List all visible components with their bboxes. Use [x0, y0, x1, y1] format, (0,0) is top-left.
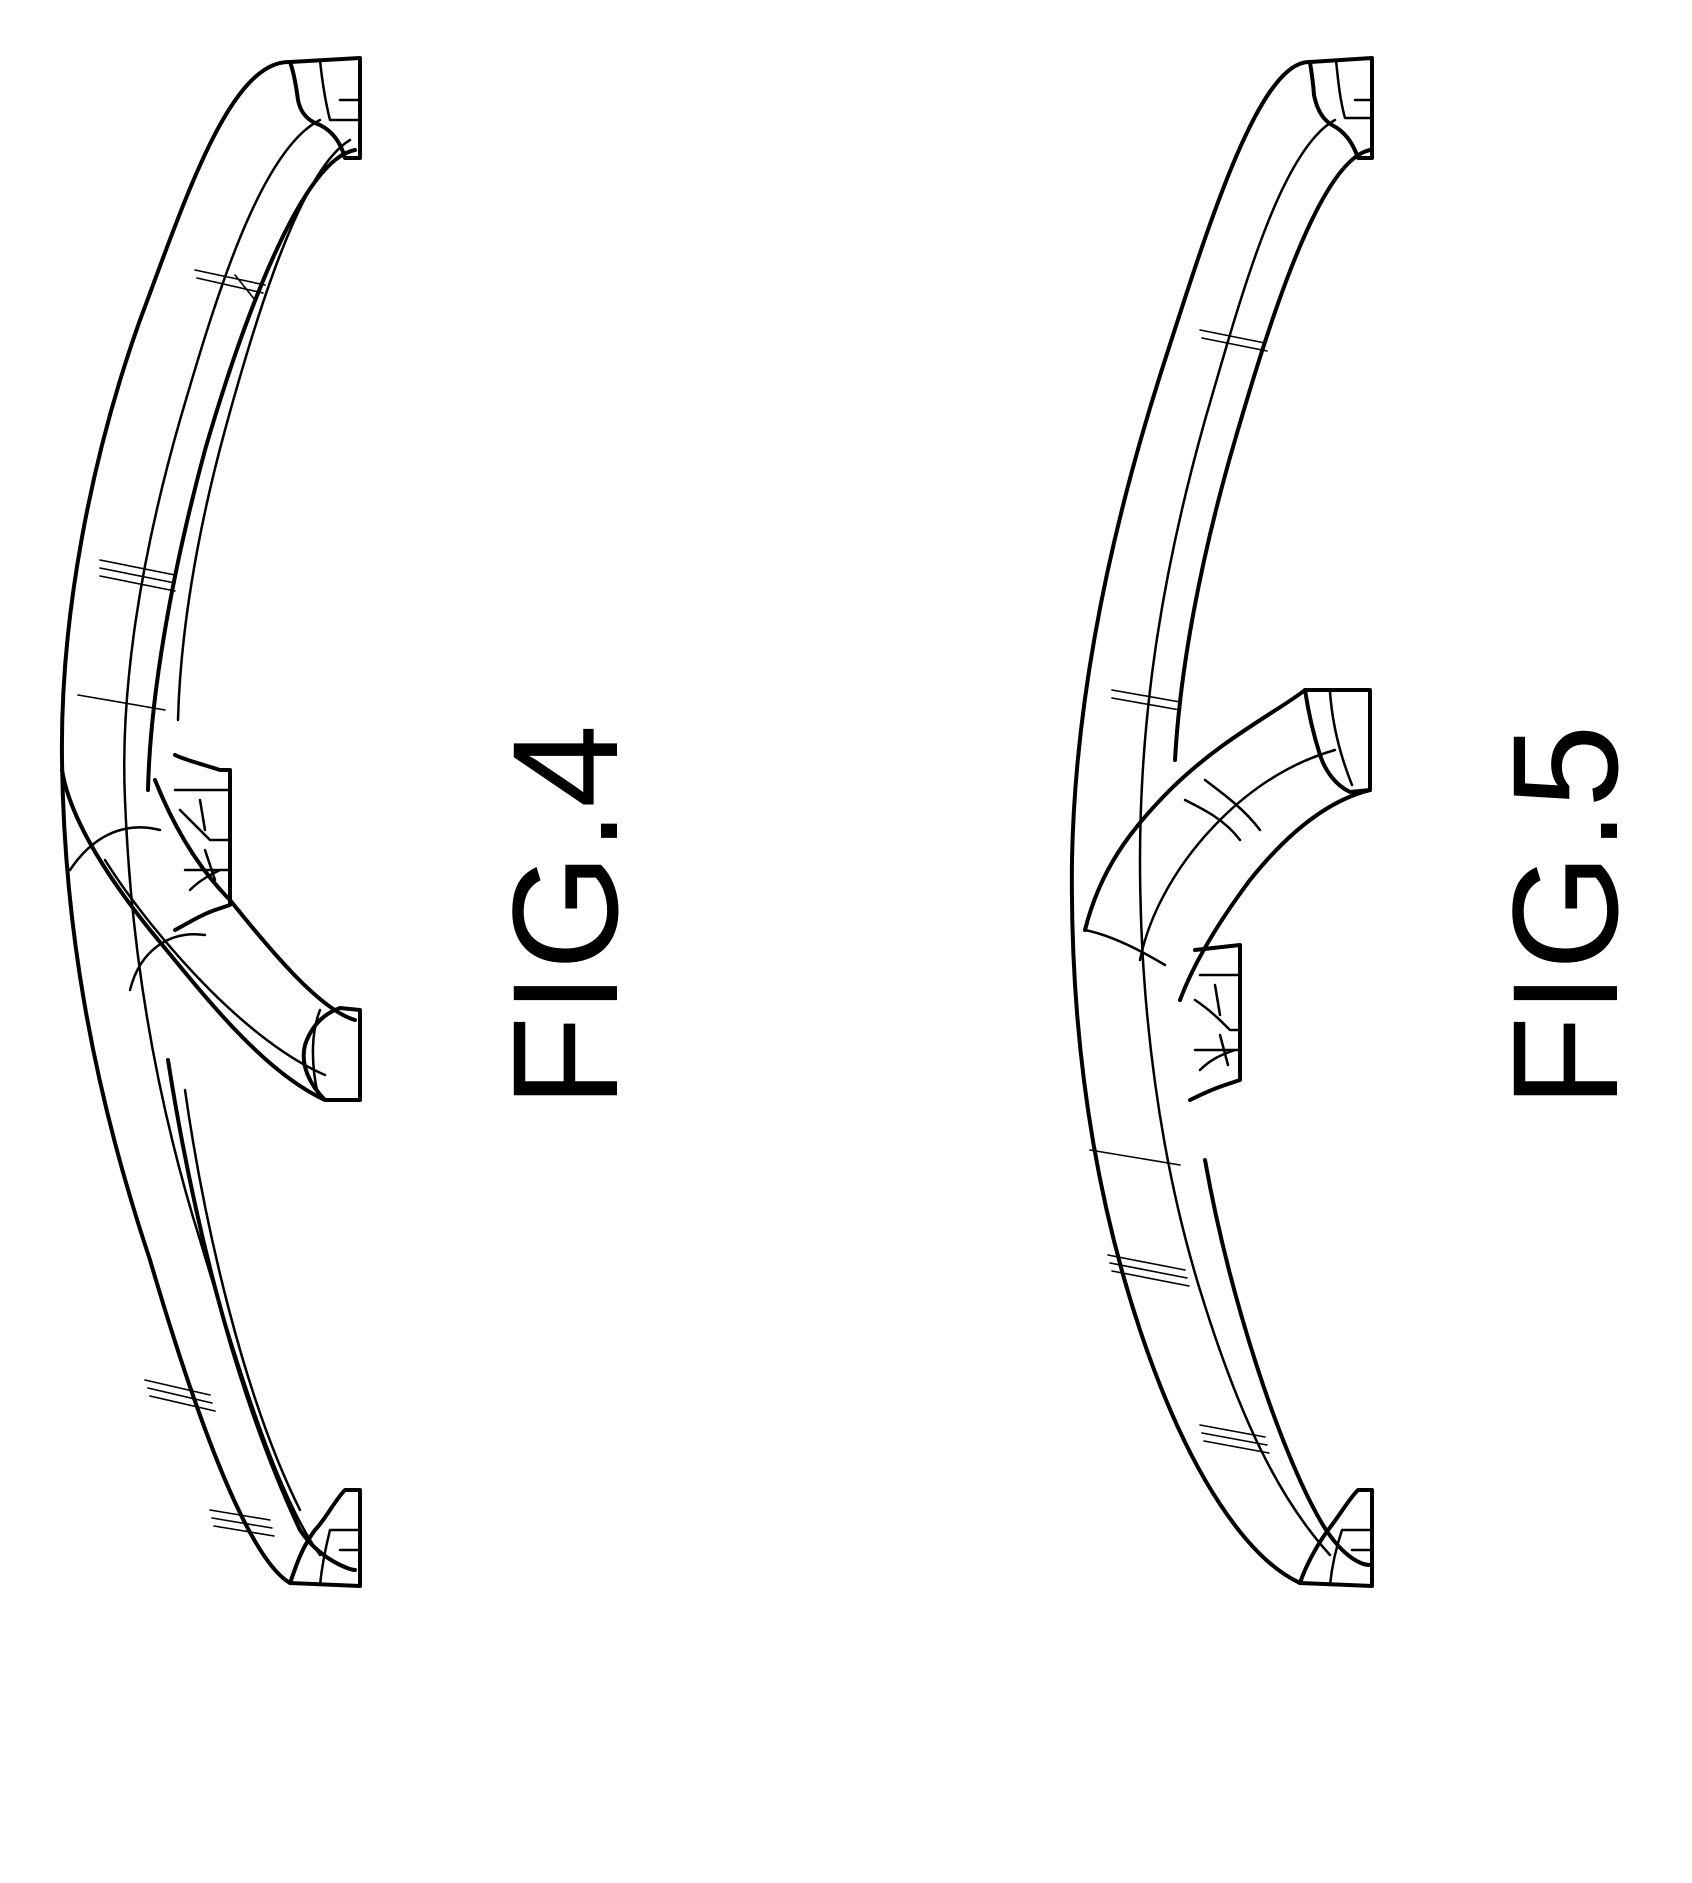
fig5-hatch-1: [1200, 330, 1267, 351]
fig5-swing-arm-outer: [1085, 690, 1305, 930]
fig4-top-cap-detail: [320, 60, 360, 120]
fig5-swing-arm-cap-detail: [1330, 692, 1352, 785]
fig4-label: FIG.4: [480, 715, 650, 1115]
fig4-handle-drawing: [62, 58, 360, 1586]
fig5-pivot-detail: [1195, 975, 1240, 1070]
fig5-pivot-hub: [1190, 945, 1240, 1100]
fig4-bar-mid-line: [124, 120, 320, 1555]
fig5-top-cap-detail: [1336, 60, 1372, 118]
fig5-swing-arm-ridge: [1140, 750, 1335, 960]
fig4-pivot-hub: [175, 755, 230, 930]
fig4-bar-inner-edge-lower: [168, 1060, 355, 1570]
fig5-bar-outer-edge: [1072, 62, 1310, 1583]
fig5-handle-drawing: [1072, 58, 1372, 1586]
fig4-hatch-1: [195, 270, 265, 300]
fig4-hatch-4: [145, 1380, 215, 1411]
fig4-bottom-end-cap: [290, 1490, 360, 1586]
fig5-hatch-2: [1112, 690, 1180, 710]
fig4-top-end-cap: [290, 58, 360, 158]
fig5-hatch-5: [1200, 1425, 1269, 1453]
fig4-hatch-3: [78, 695, 165, 710]
fig4-bar-rear-line-lower: [185, 1090, 300, 1510]
fig4-hatch-2: [100, 560, 175, 591]
fig5-top-end-cap: [1310, 58, 1372, 158]
fig5-label: FIG.5: [1480, 715, 1650, 1115]
fig4-bar-rear-line: [178, 140, 350, 720]
fig5-swing-arm-inner: [1180, 790, 1370, 1000]
